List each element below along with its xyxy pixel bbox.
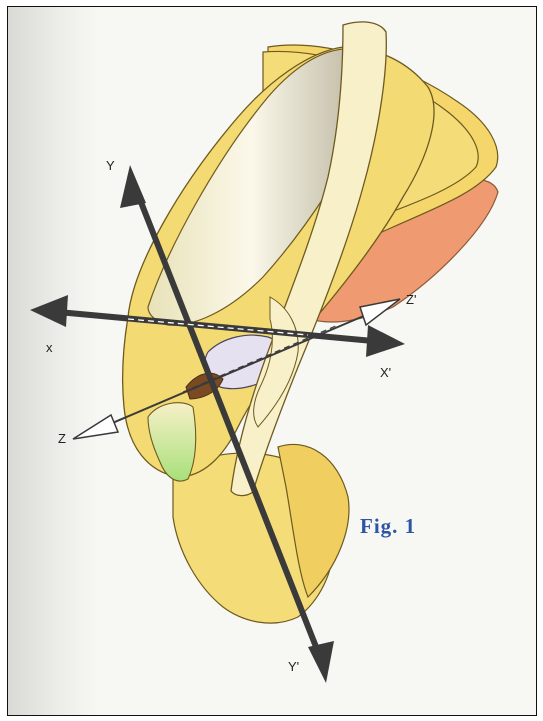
x-axis-arrowhead-left <box>30 295 68 327</box>
x-axis-label-left: x <box>46 340 53 355</box>
x-axis-arrowhead-right <box>366 325 405 357</box>
patellar-tendon <box>148 403 196 481</box>
y-axis-label-bottom: Y' <box>288 659 299 674</box>
z-axis-arrowhead-left <box>73 415 118 439</box>
x-axis-label-right: X' <box>380 365 391 380</box>
knee-joint-diagram: Y Y' x X' Z Z' <box>8 7 537 716</box>
y-axis-arrowhead-bottom <box>308 641 334 683</box>
figure-caption: Fig. 1 <box>360 514 416 539</box>
figure-frame: Y Y' x X' Z Z' Fig. 1 <box>7 6 537 716</box>
y-axis-arrowhead-top <box>120 165 146 208</box>
z-axis-label-left: Z <box>58 431 66 446</box>
z-axis-label-right: Z' <box>406 292 416 307</box>
y-axis-label-top: Y <box>106 158 115 173</box>
